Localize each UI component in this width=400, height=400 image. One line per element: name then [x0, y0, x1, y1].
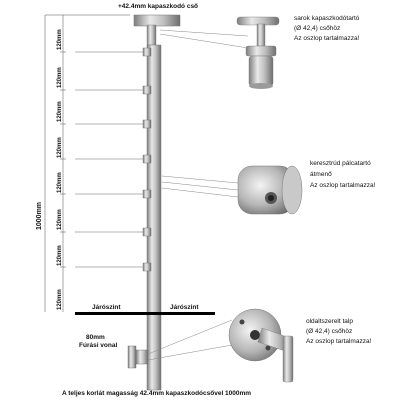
post-tube: [146, 44, 162, 391]
handrail-holder: [146, 24, 157, 46]
side-foot-image: [228, 308, 294, 383]
floor-line: [75, 312, 215, 315]
crossbar-holders: [142, 47, 152, 272]
floor-label-left: Járószint: [92, 304, 121, 311]
segment-label: 120mm: [57, 245, 63, 266]
segment-label: 120mm: [57, 67, 63, 88]
dimension-lines: [44, 14, 130, 312]
crossbar-holder-title: keresztrúd pálcatartó: [310, 160, 371, 167]
corner-holder-size: (Ø 42,4) csőhöz: [294, 25, 341, 32]
segment-label: 120mm: [57, 289, 63, 310]
side-foot-note: Az oszlop tartalmazza!: [306, 338, 372, 345]
crossbar-rods: [75, 51, 143, 268]
floor-label-right: Járószint: [170, 304, 199, 311]
segment-label: 120mm: [57, 137, 63, 158]
drill-depth-label: 80mm: [86, 334, 105, 341]
callout-leaders: [147, 29, 249, 361]
segment-label: 120mm: [57, 101, 63, 122]
corner-holder-title: sarok kapaszkodótartó: [294, 15, 360, 22]
bottom-caption: A teljes korlát magasság 42.4mm kapaszko…: [62, 390, 252, 397]
side-foot-on-post: [127, 345, 149, 369]
crossbar-holder-note: Az oszlop tartalmazza!: [310, 182, 376, 189]
handrail-label: +42.4mm kapaszkodó cső: [118, 3, 199, 10]
side-foot-title: oldaltszerelt talp: [306, 318, 353, 325]
side-foot-size: (Ø 42,4) csőhöz: [306, 328, 353, 335]
corner-holder-note: Az oszlop tartalmazza!: [294, 35, 360, 42]
handrail-tube: [133, 14, 181, 27]
crossbar-holder-type: átmenő: [310, 171, 332, 178]
drill-line-label: Fúrási vonal: [79, 342, 118, 349]
crossbar-holder-image: [237, 165, 303, 215]
segment-label: 120mm: [57, 29, 63, 50]
segment-label: 120mm: [57, 209, 63, 230]
total-height-label: 1000mm: [36, 201, 43, 230]
segment-label: 120mm: [57, 172, 63, 193]
corner-holder-image: [236, 16, 280, 89]
